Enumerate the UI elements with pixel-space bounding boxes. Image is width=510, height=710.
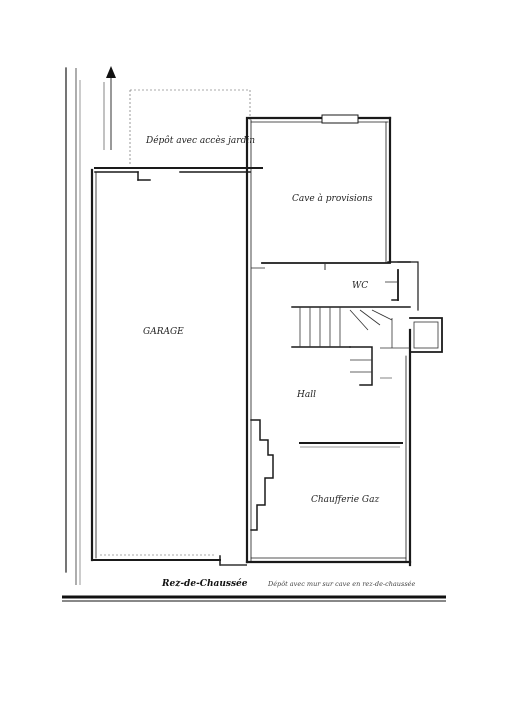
room-label-hall: Hall bbox=[297, 390, 316, 400]
staircase bbox=[291, 306, 411, 386]
interior-partitions bbox=[261, 261, 411, 448]
room-label-depot: Dépôt avec accès jardin bbox=[146, 136, 256, 146]
north-arrow-icon bbox=[103, 66, 116, 150]
stepped-wall bbox=[250, 267, 274, 531]
room-garage-walls bbox=[90, 118, 252, 566]
room-label-cave: Cave à provisions bbox=[292, 194, 373, 204]
side-annex bbox=[397, 261, 443, 353]
house-outer-walls bbox=[220, 114, 412, 567]
caption-title: Rez-de-Chaussée bbox=[162, 579, 248, 589]
room-label-wc: WC bbox=[352, 281, 369, 291]
left-boundary-lines bbox=[65, 67, 81, 585]
room-depot-walls bbox=[94, 89, 263, 181]
room-label-chaufferie: Chaufferie Gaz bbox=[311, 495, 380, 505]
room-label-garage: GARAGE bbox=[143, 327, 184, 337]
caption-subtitle: Dépôt avec mur sur cave en rez-de-chauss… bbox=[268, 580, 416, 588]
